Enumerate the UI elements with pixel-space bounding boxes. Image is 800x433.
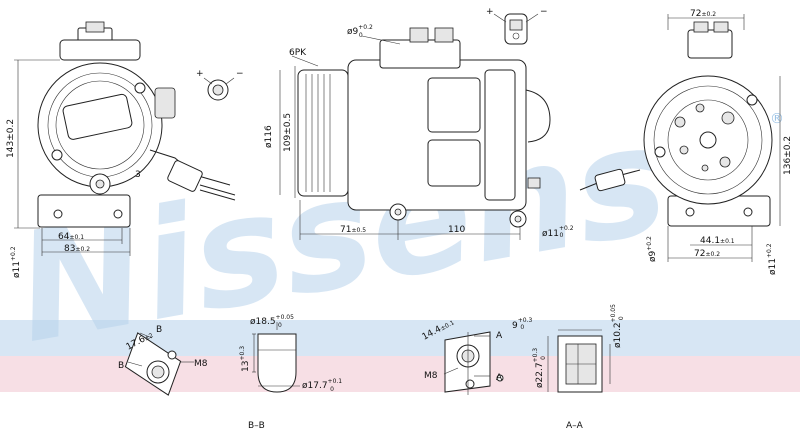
svg-text:+: +	[196, 69, 204, 79]
dim-110: 110	[448, 225, 465, 235]
detail-a-view	[443, 331, 504, 395]
dim-64: 64±0.1	[58, 232, 84, 242]
registered-mark: ®	[770, 111, 784, 127]
dim-71: 71±0.5	[340, 225, 366, 235]
right-compressor-view	[579, 14, 781, 262]
dim-143: 143±0.2	[6, 119, 16, 158]
section-b-label: B–B	[248, 421, 265, 431]
label-m8-b: M8	[194, 359, 208, 369]
label-m8-a: M8	[424, 371, 438, 381]
dim-d22-7: ø22.7+0.30	[532, 348, 547, 388]
plug-top: + −	[486, 7, 548, 45]
dim-136: 136±0.2	[783, 136, 793, 175]
svg-text:−: −	[236, 69, 244, 79]
dim-72-top: 72±0.2	[690, 9, 716, 19]
section-a-profile	[547, 329, 611, 393]
dim-d10-2: ø10.2+0.050	[610, 304, 625, 348]
dim-d11-right: ø11+0.2	[766, 243, 778, 275]
detail-mid-fitting	[252, 322, 300, 393]
label-6pk: 6PK	[289, 48, 307, 58]
dim-d9-right: ø9+0.2	[646, 236, 658, 262]
callout-3: 3	[135, 170, 141, 180]
left-compressor-view: 3	[14, 21, 236, 256]
dim-109: 109±0.5	[283, 113, 293, 152]
svg-text:−: −	[540, 7, 548, 17]
dim-72: 72±0.2	[694, 249, 720, 259]
dim-d116: ø116	[264, 125, 274, 148]
dim-13: 13+0.3	[239, 346, 251, 372]
svg-text:+: +	[486, 7, 494, 17]
mark-b-left: B	[118, 361, 124, 371]
section-a-label: A–A	[566, 421, 584, 431]
plug-left: + −	[196, 69, 244, 101]
dim-d11-left: ø11+0.2	[10, 246, 22, 278]
mark-a-bottom: A	[496, 373, 503, 383]
detail-b-view	[124, 332, 194, 396]
mark-b-top: B	[156, 325, 162, 335]
dim-83: 83±0.2	[64, 244, 90, 254]
center-compressor-view	[279, 27, 551, 240]
mark-a-top: A	[496, 331, 503, 341]
dim-44: 44.1±0.1	[700, 236, 735, 246]
